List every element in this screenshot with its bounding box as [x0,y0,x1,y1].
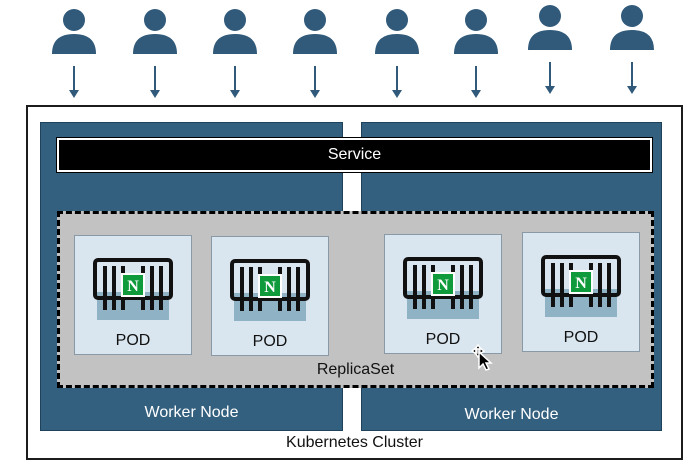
arrow-down-icon [230,90,240,98]
arrow-down-icon [545,86,555,94]
user-icon [293,9,337,98]
arrow-down-icon [471,90,481,98]
user-4 [291,8,339,100]
nginx-badge: N [264,279,276,296]
pod-label: POD [563,329,599,346]
service-label: Service [327,146,382,163]
user-icon [454,9,498,98]
pod-2: N POD [211,236,329,356]
user-icon [133,9,177,98]
nginx-container-icon: N [403,257,483,319]
user-icon [213,9,257,98]
pod-1: N POD [74,235,192,355]
user-7 [526,4,574,96]
move-cursor-icon [470,343,493,371]
pod-3: N POD [384,234,502,354]
nginx-badge: N [127,278,139,295]
nginx-container-icon: N [230,259,310,321]
nginx-badge: N [575,275,587,292]
user-icon [375,9,419,98]
pod-label: POD [252,333,288,350]
nginx-badge: N [437,277,449,294]
nginx-container-icon: N [93,258,173,320]
arrow-down-icon [310,90,320,98]
nginx-container-icon: N [541,255,621,317]
user-icon [52,9,96,98]
service-bar: Service [56,137,653,173]
user-icon [528,5,572,94]
user-2 [131,8,179,100]
arrow-down-icon [392,90,402,98]
worker-node-label: Worker Node [464,406,559,423]
replicaset-label: ReplicaSet [316,361,395,378]
arrow-down-icon [627,86,637,94]
user-8 [608,4,656,96]
pod-label: POD [425,331,461,348]
worker-node-label: Worker Node [144,404,239,421]
user-icon [610,5,654,94]
user-6 [452,8,500,100]
pod-label: POD [115,332,151,349]
user-3 [211,8,259,100]
pod-4: N POD [522,232,640,352]
arrow-down-icon [69,90,79,98]
user-5 [373,8,421,100]
arrow-down-icon [150,90,160,98]
cluster-label: Kubernetes Cluster [286,434,423,451]
user-1 [50,8,98,100]
